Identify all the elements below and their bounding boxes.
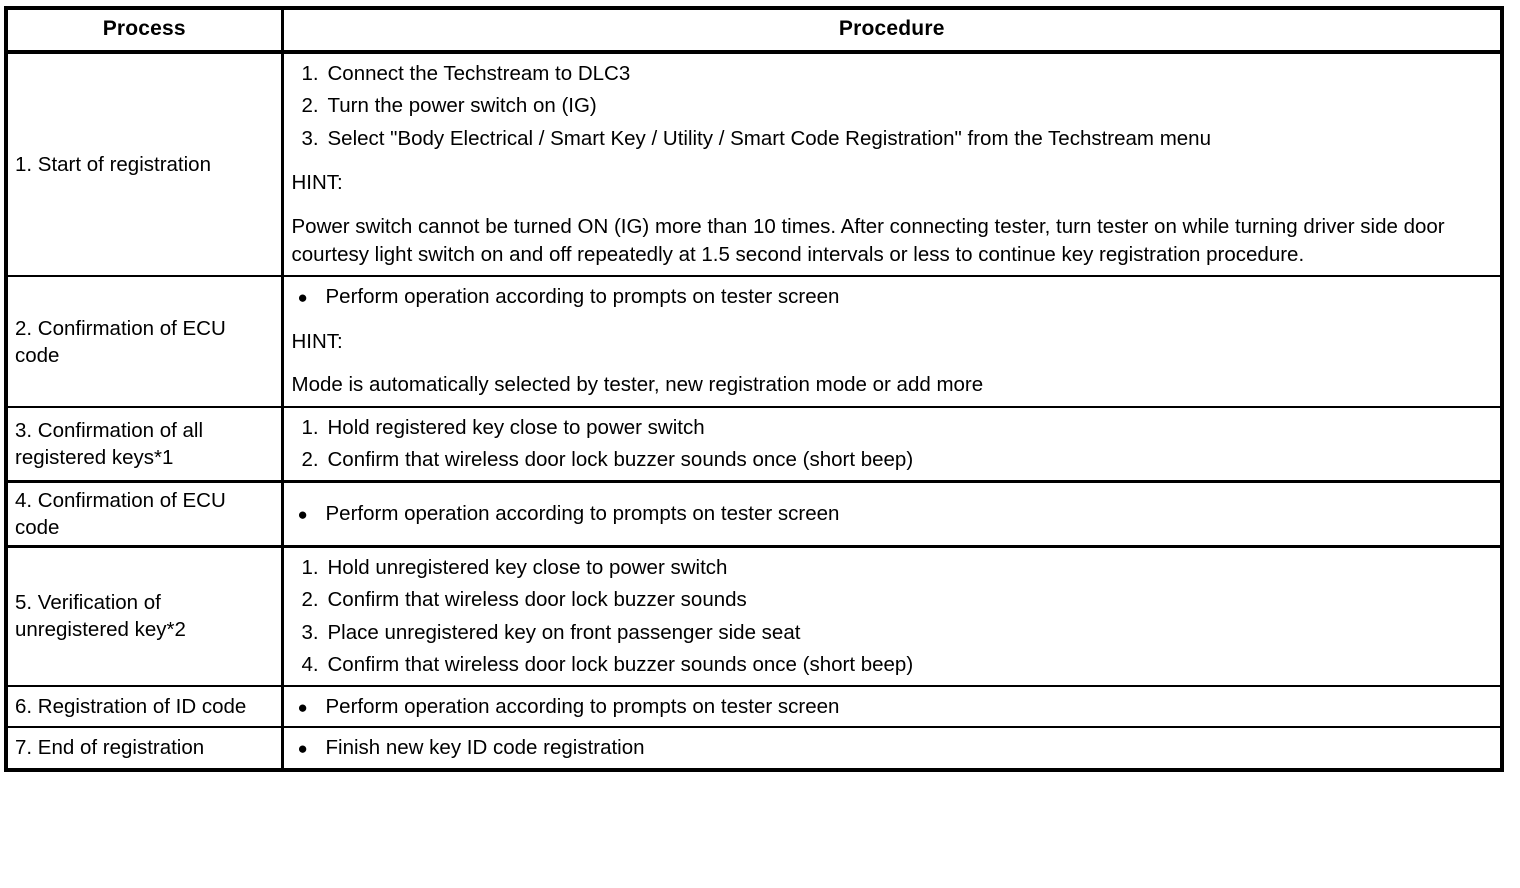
list-item: ● Perform operation according to prompts… xyxy=(292,283,1493,310)
process-cell: 4. Confirmation of ECU code xyxy=(6,479,284,547)
procedure-cell: 1. Connect the Techstream to DLC3 2. Tur… xyxy=(282,52,1502,276)
step-text: Connect the Techstream to DLC3 xyxy=(327,62,631,85)
bullet-icon: ● xyxy=(297,288,308,308)
process-label: 5. Verification of unregistered key*2 xyxy=(15,591,186,642)
key-registration-procedure-table: Process Procedure 1. Start of registrati… xyxy=(4,6,1504,772)
table-body: 1. Start of registration 1. Connect the … xyxy=(6,52,1502,770)
column-header-procedure: Procedure xyxy=(282,8,1502,54)
procedure-cell: ● Perform operation according to prompts… xyxy=(282,684,1502,728)
process-label: 7. End of registration xyxy=(15,736,205,760)
list-item: ● Perform operation according to prompts… xyxy=(292,500,1493,527)
step-number: 3. xyxy=(301,620,319,644)
list-item: 2. Turn the power switch on (IG) xyxy=(292,92,1493,119)
step-text: Select "Body Electrical / Smart Key / Ut… xyxy=(327,126,1211,150)
process-label: 4. Confirmation of ECU code xyxy=(15,488,226,539)
bullet-list: ● Perform operation according to prompts… xyxy=(292,500,1493,527)
step-number: 2. xyxy=(301,448,319,472)
header-row: Process Procedure xyxy=(6,8,1502,54)
process-label: 6. Registration of ID code xyxy=(15,694,247,718)
numbered-step-list: 1. Hold registered key close to power sw… xyxy=(292,414,1493,474)
step-text: Confirm that wireless door lock buzzer s… xyxy=(327,588,747,612)
step-number: 2. xyxy=(301,588,319,612)
process-cell: 5. Verification of unregistered key*2 xyxy=(6,544,284,686)
list-item: 1. Hold unregistered key close to power … xyxy=(292,554,1493,581)
bullet-icon: ● xyxy=(297,697,308,717)
step-text: Place unregistered key on front passenge… xyxy=(327,620,801,644)
list-item: 2. Confirm that wireless door lock buzze… xyxy=(292,446,1493,473)
process-label: 3. Confirmation of all registered keys*1 xyxy=(15,418,204,469)
table-row: 5. Verification of unregistered key*2 1.… xyxy=(6,544,1502,686)
numbered-step-list: 1. Connect the Techstream to DLC3 2. Tur… xyxy=(292,60,1493,152)
list-item: 4. Confirm that wireless door lock buzze… xyxy=(292,651,1493,678)
table-row: 1. Start of registration 1. Connect the … xyxy=(6,52,1502,277)
step-text: Confirm that wireless door lock buzzer s… xyxy=(327,653,914,677)
numbered-step-list: 1. Hold unregistered key close to power … xyxy=(292,554,1493,679)
table-header: Process Procedure xyxy=(6,8,1502,54)
step-text: Turn the power switch on (IG) xyxy=(327,94,597,118)
table-row: 3. Confirmation of all registered keys*1… xyxy=(6,405,1502,482)
procedure-cell: ● Perform operation according to prompts… xyxy=(282,275,1502,407)
table-row: 2. Confirmation of ECU code ● Perform op… xyxy=(6,275,1502,407)
hint-body: Mode is automatically selected by tester… xyxy=(291,373,984,397)
step-text: Confirm that wireless door lock buzzer s… xyxy=(327,448,914,472)
bullet-list: ● Finish new key ID code registration xyxy=(292,734,1493,761)
bullet-text: Perform operation according to prompts o… xyxy=(325,694,840,718)
procedure-cell: ● Finish new key ID code registration xyxy=(282,726,1502,770)
step-number: 4. xyxy=(301,653,319,677)
bullet-list: ● Perform operation according to prompts… xyxy=(292,283,1493,310)
procedure-cell: 1. Hold registered key close to power sw… xyxy=(282,405,1502,482)
bullet-text: Perform operation according to prompts o… xyxy=(325,285,840,309)
process-label: 1. Start of registration xyxy=(15,153,211,177)
column-header-process: Process xyxy=(6,8,284,54)
process-label: 2. Confirmation of ECU code xyxy=(15,316,226,367)
step-number: 3. xyxy=(301,126,319,150)
procedure-cell: 1. Hold unregistered key close to power … xyxy=(282,544,1502,686)
list-item: 1. Connect the Techstream to DLC3 xyxy=(292,60,1493,87)
table-row: 4. Confirmation of ECU code ● Perform op… xyxy=(6,479,1502,547)
list-item: 3. Place unregistered key on front passe… xyxy=(292,619,1493,646)
hint-label: HINT: xyxy=(291,329,343,353)
table-row: 6. Registration of ID code ● Perform ope… xyxy=(6,684,1502,728)
step-number: 1. xyxy=(301,415,319,439)
process-cell: 3. Confirmation of all registered keys*1 xyxy=(6,405,284,482)
list-item: 3. Select "Body Electrical / Smart Key /… xyxy=(292,125,1493,152)
step-text: Hold registered key close to power switc… xyxy=(327,415,705,439)
bullet-text: Perform operation according to prompts o… xyxy=(325,501,840,525)
procedure-cell: ● Perform operation according to prompts… xyxy=(282,479,1502,547)
process-cell: 1. Start of registration xyxy=(6,52,284,277)
step-number: 1. xyxy=(301,555,319,579)
list-item: 2. Confirm that wireless door lock buzze… xyxy=(292,586,1493,613)
bullet-icon: ● xyxy=(297,504,308,524)
process-cell: 2. Confirmation of ECU code xyxy=(6,275,284,407)
hint-body: Power switch cannot be turned ON (IG) mo… xyxy=(291,214,1445,267)
hint-label: HINT: xyxy=(291,171,343,195)
list-item: ● Perform operation according to prompts… xyxy=(292,693,1493,720)
table-row: 7. End of registration ● Finish new key … xyxy=(6,726,1502,770)
bullet-icon: ● xyxy=(297,739,308,759)
list-item: 1. Hold registered key close to power sw… xyxy=(292,414,1493,441)
step-number: 2. xyxy=(301,94,319,118)
process-cell: 7. End of registration xyxy=(6,726,284,770)
process-cell: 6. Registration of ID code xyxy=(6,684,284,728)
bullet-text: Finish new key ID code registration xyxy=(325,736,645,760)
bullet-list: ● Perform operation according to prompts… xyxy=(292,693,1493,720)
step-number: 1. xyxy=(301,62,319,85)
list-item: ● Finish new key ID code registration xyxy=(292,734,1493,761)
step-text: Hold unregistered key close to power swi… xyxy=(327,555,728,579)
